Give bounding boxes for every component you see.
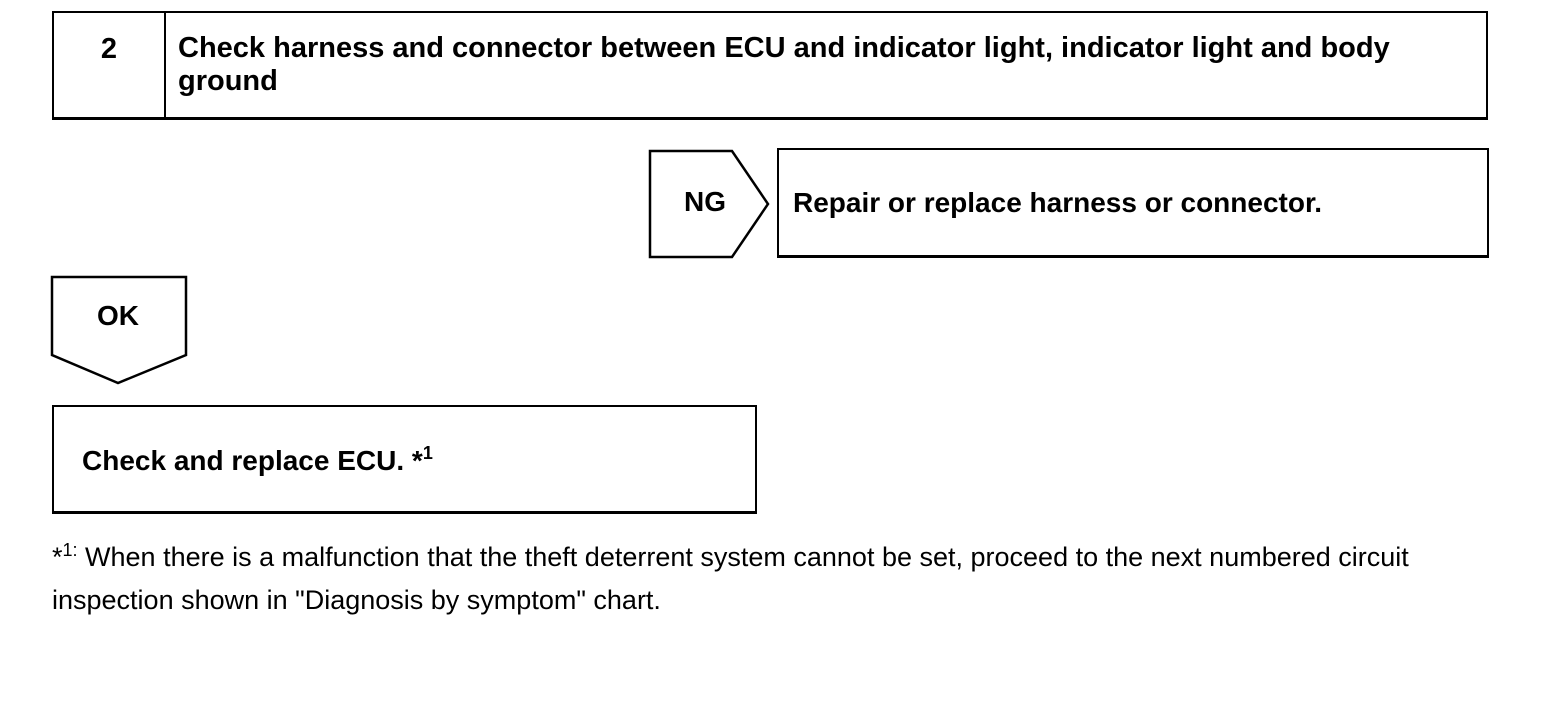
final-step-text: Check and replace ECU. *1 [82, 443, 433, 477]
ok-label: OK [97, 300, 139, 331]
footnote-text: When there is a malfunction that the the… [52, 542, 1409, 615]
final-step-mark: 1 [422, 443, 433, 463]
ng-label: NG [684, 186, 726, 217]
ng-action-text: Repair or replace harness or connector. [793, 187, 1323, 218]
final-step-label: Check and replace ECU. * [82, 445, 423, 476]
footnote-mark: 1: [62, 540, 78, 560]
step-number: 2 [100, 33, 118, 65]
step-divider [164, 13, 166, 117]
footnote: *1: When there is a malfunction that the… [52, 536, 1512, 622]
ng-action-box: Repair or replace harness or connector. [777, 148, 1489, 258]
footnote-star: * [52, 542, 63, 572]
step-title: Check harness and connector between ECU … [178, 32, 1390, 97]
step-header-box: 2 Check harness and connector between EC… [52, 11, 1488, 120]
ng-arrow-icon [648, 149, 770, 259]
final-step-box: Check and replace ECU. *1 [52, 405, 757, 514]
ok-arrow-icon [50, 275, 188, 385]
